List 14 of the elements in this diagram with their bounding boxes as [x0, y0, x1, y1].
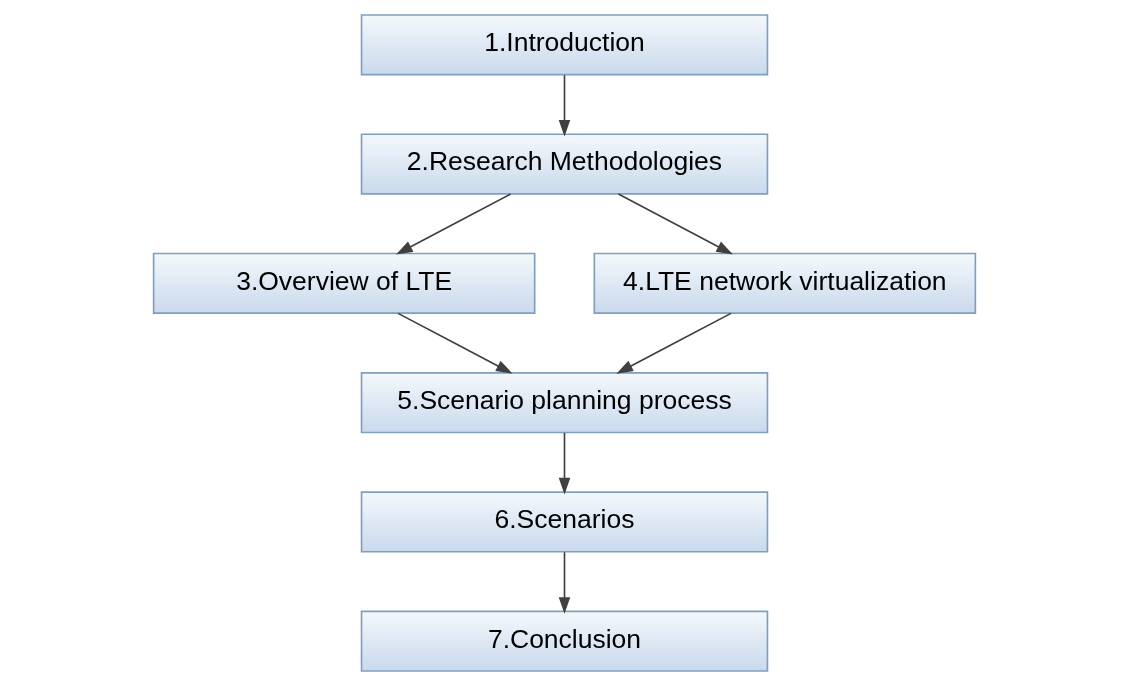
- arrow: [558, 432, 571, 495]
- arrow: [558, 74, 571, 137]
- node-box: 4.LTE network virtualization: [593, 252, 977, 314]
- node-box: 1.Introduction: [360, 14, 769, 76]
- arrow: [396, 193, 512, 255]
- arrow: [616, 312, 732, 374]
- node-box: 2.Research Methodologies: [360, 133, 769, 195]
- node-box: 6.Scenarios: [360, 491, 769, 553]
- arrow: [558, 551, 571, 614]
- node-box: 3.Overview of LTE: [152, 252, 536, 314]
- arrow: [397, 312, 513, 374]
- arrow: [617, 193, 733, 255]
- node-box: 7.Conclusion: [360, 610, 769, 672]
- node-box: 5.Scenario planning process: [360, 372, 769, 434]
